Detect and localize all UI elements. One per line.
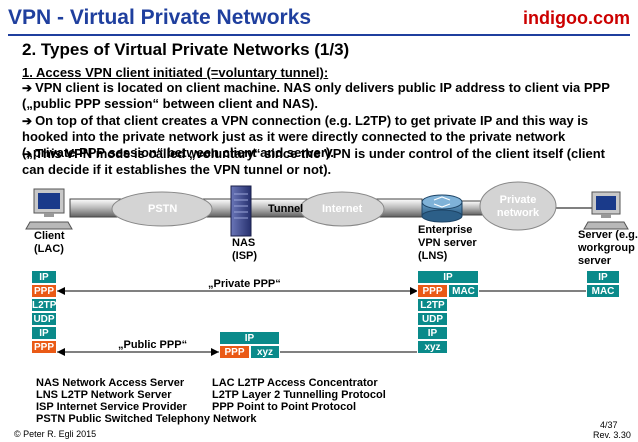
stack-cell: PPP	[417, 284, 448, 298]
server-label: Server (e.g. workgroup server	[578, 229, 638, 267]
nas-server-icon	[230, 185, 252, 237]
stack-cell: PPP	[31, 284, 57, 298]
arrow-right-icon: ➔	[22, 81, 33, 95]
legend-entry: LNS L2TP Network Server	[36, 389, 172, 401]
router-icon	[421, 194, 463, 223]
legend-left: NAS Network Access Server LNS L2TP Netwo…	[36, 377, 256, 425]
arrow-right-icon: ➔	[22, 147, 33, 161]
bullet-paragraph: ➔This VPN mode is called „voluntary“ sin…	[22, 146, 622, 178]
client-label: Client (LAC)	[34, 230, 65, 255]
pstn-label: PSTN	[148, 203, 178, 215]
internet-cloud	[299, 191, 385, 227]
bullet-paragraph: ➔On top of that client creates a VPN con…	[22, 113, 622, 161]
legend-right: LAC L2TP Access Concentrator L2TP Layer …	[212, 377, 386, 413]
arrow-right-icon: ➔	[22, 114, 33, 128]
stack-cell: IP	[31, 326, 57, 340]
stack-cell: MAC	[448, 284, 479, 298]
private-network-cloud	[479, 181, 557, 231]
bullet-paragraph: ➔VPN client is located on client machine…	[22, 80, 622, 112]
stack-cell: IP	[417, 270, 479, 284]
internet-label: Internet	[322, 203, 363, 215]
bullet-text: VPN client is located on client machine.…	[22, 80, 610, 111]
legend-entry: PPP Point to Point Protocol	[212, 401, 357, 413]
nas-label: NAS (ISP)	[232, 237, 258, 262]
pstn-cloud	[111, 191, 213, 227]
public-ppp-label: „Public PPP“	[118, 339, 188, 351]
stack-cell: xyz	[417, 340, 448, 354]
server-computer-icon	[583, 191, 629, 230]
copyright-text: © Peter R. Egli 2015	[14, 429, 97, 439]
stack-cell: UDP	[31, 312, 57, 326]
legend-entry: NAS Network Access Server	[36, 377, 185, 389]
client-computer-icon	[25, 188, 73, 230]
stack-cell: IP	[219, 331, 280, 345]
header-divider	[8, 34, 630, 36]
stack-cell: PPP	[31, 340, 57, 354]
stack-cell: UDP	[417, 312, 448, 326]
stack-cell: IP	[417, 326, 448, 340]
revision-text: Rev. 3.30	[593, 430, 631, 440]
bullet-text: This VPN mode is called „voluntary“ sinc…	[22, 146, 606, 177]
bullet-text: On top of that client creates a VPN conn…	[22, 113, 589, 160]
section-heading: 1. Access VPN client initiated (=volunta…	[22, 65, 329, 80]
page-number: 4/37	[600, 420, 618, 430]
legend-entry: ISP Internet Service Provider	[36, 401, 187, 413]
stack-cell: PPP	[219, 345, 250, 359]
slide-subtitle: 2. Types of Virtual Private Networks (1/…	[22, 40, 350, 59]
private-network-label: Private network	[496, 194, 540, 219]
page-title: VPN - Virtual Private Networks	[8, 6, 312, 29]
brand-logo-text: indigoo.com	[523, 8, 630, 28]
pipe-tube	[461, 200, 483, 216]
stack-cell: MAC	[586, 284, 620, 298]
legend-entry: L2TP Layer 2 Tunnelling Protocol	[212, 389, 386, 401]
vpn-server-label: Enterprise VPN server (LNS)	[418, 224, 477, 262]
legend-entry: LAC L2TP Access Concentrator	[212, 377, 378, 389]
stack-cell: IP	[31, 270, 57, 284]
tunnel-label: Tunnel	[268, 203, 304, 215]
private-ppp-label: „Private PPP“	[208, 278, 281, 290]
stack-cell: L2TP	[417, 298, 448, 312]
stack-cell: L2TP	[31, 298, 57, 312]
stack-cell: IP	[586, 270, 620, 284]
stack-cell: xyz	[250, 345, 280, 359]
legend-entry: PSTN Public Switched Telephony Network	[36, 413, 257, 425]
